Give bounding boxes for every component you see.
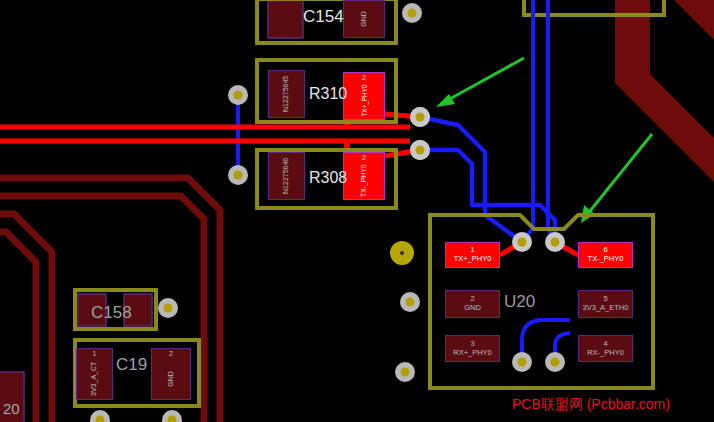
net-name: GND: [464, 304, 481, 313]
net-name: N12275646: [282, 157, 290, 193]
pad: 2GND: [151, 348, 191, 400]
pin-number: 4: [603, 340, 607, 349]
trace-connector: [385, 140, 578, 255]
pin-number: 1: [470, 246, 474, 255]
pad: [0, 372, 24, 422]
ref-designator: R310: [309, 86, 347, 102]
pad: N12275645: [268, 70, 305, 118]
component-outline: R310 N12275645 2TX+_PHY0: [255, 58, 398, 124]
net-name: GND: [166, 371, 174, 387]
via-hole: [518, 238, 527, 247]
pin-number: 2: [344, 74, 384, 82]
net-name: TX-_PHY0: [360, 165, 367, 197]
pad: 4RX-_PHY0: [578, 335, 633, 362]
pad: 1TX+_PHY0: [445, 242, 500, 268]
net-name: N12275645: [282, 75, 290, 111]
via: [545, 232, 565, 252]
net-name: TX-_PHY0: [588, 255, 624, 264]
pad: [268, 0, 303, 38]
fiducial-dot: [390, 241, 414, 265]
ref-designator: R308: [309, 170, 347, 186]
via: [410, 140, 430, 160]
pad-label: 3RX+_PHY0: [446, 336, 499, 361]
net-name: 3V3_A_ETH0: [583, 304, 629, 313]
pin-number: 2: [152, 350, 190, 358]
net-name: RX-_PHY0: [587, 349, 624, 358]
ref-designator: U20: [504, 293, 535, 310]
pin-number: 6: [603, 246, 607, 255]
via-hole: [416, 113, 425, 122]
component-outline: C158: [73, 288, 158, 331]
power-trace: [674, 0, 714, 40]
watermark: PCB联盟网 (Pcbbar.com): [512, 397, 670, 412]
pad: 53V3_A_ETH0: [578, 290, 633, 318]
pin-number: 1: [77, 350, 112, 358]
pad-label: 53V3_A_ETH0: [579, 291, 632, 317]
component-outline: C154 GND: [255, 0, 398, 45]
pin-number: 2: [344, 154, 384, 162]
pad: 2TX+_PHY0: [343, 72, 385, 120]
via: [90, 3, 565, 422]
net-name: TX+_PHY0: [454, 255, 492, 264]
pin-number: 5: [603, 295, 607, 304]
component-outline: C19 1 3V3_A_CT 2GND: [73, 338, 201, 408]
net-name: RX+_PHY0: [453, 349, 492, 358]
ref-designator: C19: [116, 356, 147, 373]
via: [410, 107, 430, 127]
pad: N12275646: [268, 152, 305, 200]
pad: GND: [343, 0, 385, 38]
via-hole: [551, 238, 560, 247]
pin-number: 2: [470, 295, 474, 304]
bottom-trace: [238, 0, 570, 362]
pad: 3RX+_PHY0: [445, 335, 500, 362]
pad: 6TX-_PHY0: [578, 242, 633, 268]
net-name: 3V3_A_CT: [90, 361, 98, 395]
ref-designator: C158: [91, 304, 132, 321]
via: [512, 232, 532, 252]
net-name: TX+_PHY0: [360, 84, 367, 116]
pad-label: 2GND: [446, 291, 499, 317]
ref-designator: C154: [303, 8, 344, 25]
pin-number: 3: [470, 340, 474, 349]
pad: 2TX-_PHY0: [343, 152, 385, 200]
copper-pour: [0, 178, 220, 422]
pad: 2GND: [445, 290, 500, 318]
ic-outline: U20 1TX+_PHY0 6TX-_PHY0 2GND 53V3_A_ETH0 3RX+…: [428, 213, 655, 390]
component-outline: R308 N12275646 2TX-_PHY0: [255, 148, 398, 210]
via-hole: [416, 146, 425, 155]
component-outline: [524, 0, 664, 15]
ref-designator: 20: [3, 401, 20, 418]
pad-label: 4RX-_PHY0: [579, 336, 632, 361]
pad-label: 6TX-_PHY0: [579, 243, 632, 267]
pad-label: 1TX+_PHY0: [446, 243, 499, 267]
ic-outline-line: [430, 215, 653, 388]
trace-connector: [385, 107, 532, 255]
net-name: GND: [359, 11, 367, 27]
power-trace: [615, 0, 714, 182]
pad: 1 3V3_A_CT: [76, 348, 113, 400]
pointer-arrow: [436, 58, 652, 223]
